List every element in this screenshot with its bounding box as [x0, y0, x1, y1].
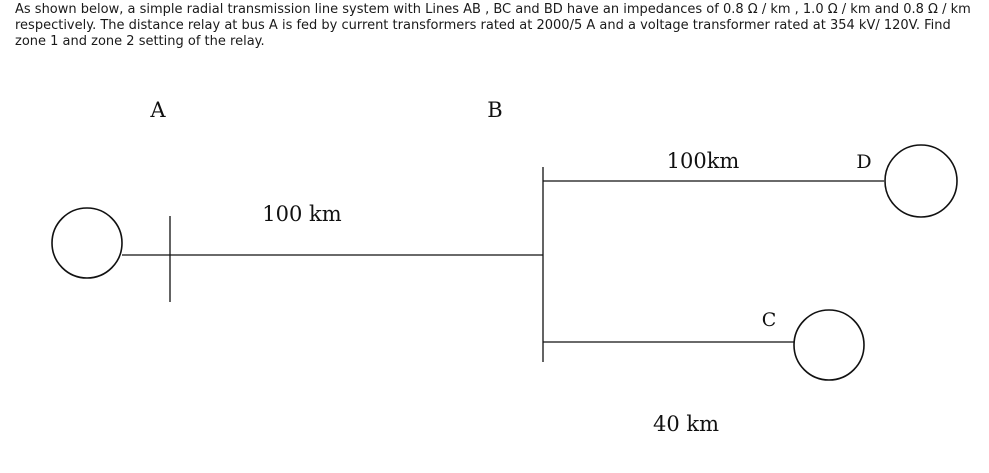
bus-label-a: A — [149, 98, 166, 122]
generator-a-icon — [51, 207, 123, 279]
generator-c-icon — [793, 309, 865, 381]
question-text: As shown below, a simple radial transmis… — [15, 2, 971, 49]
bus-label-c: C — [762, 309, 777, 331]
line-label-bc: 40 km — [653, 412, 719, 436]
bus-label-b: B — [487, 98, 502, 122]
line-label-ab: 100 km — [262, 202, 341, 226]
generator-d-icon — [884, 144, 958, 218]
bus-label-d: D — [856, 151, 871, 173]
line-label-bd: 100km — [667, 149, 740, 173]
